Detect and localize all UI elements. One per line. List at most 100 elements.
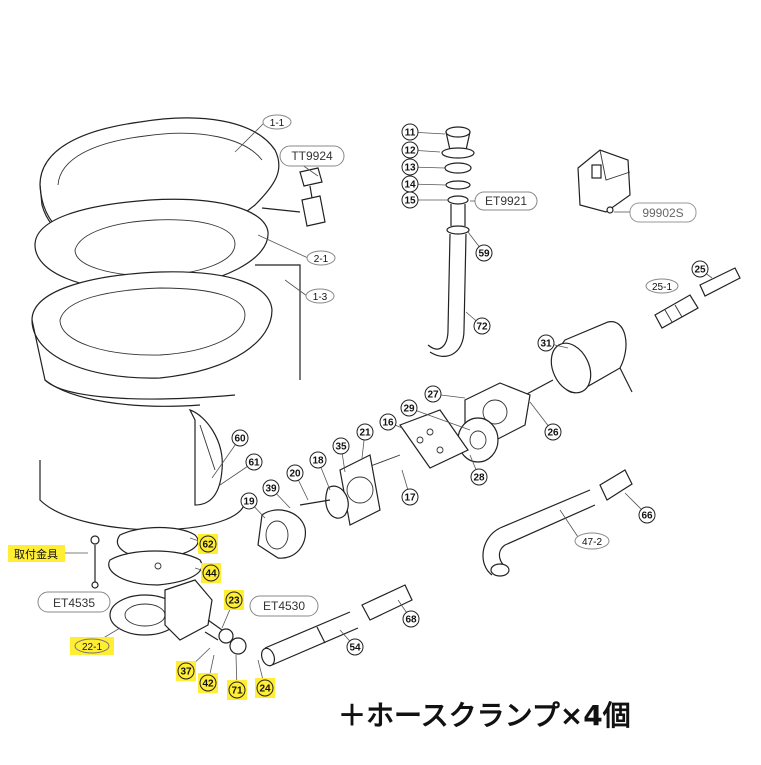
callout-39: 39 bbox=[262, 479, 291, 509]
callout-circle bbox=[401, 191, 419, 209]
callout-circle bbox=[400, 399, 418, 417]
callout-number: 15 bbox=[404, 196, 416, 207]
callout-28: 28 bbox=[469, 454, 488, 486]
callout-number: 61 bbox=[248, 458, 260, 469]
svg-text:ET4530: ET4530 bbox=[263, 599, 305, 613]
callout-31: 31 bbox=[537, 334, 569, 352]
hose-barbs bbox=[654, 267, 741, 329]
code-99902s: 99902S bbox=[614, 202, 697, 223]
callout-circle bbox=[401, 141, 419, 159]
callout-number: 44 bbox=[205, 569, 217, 580]
pump-base bbox=[109, 579, 247, 655]
label-47-2: 47-2 bbox=[559, 509, 610, 550]
svg-text:ET4535: ET4535 bbox=[53, 596, 95, 610]
callout-54: 54 bbox=[339, 629, 364, 656]
callout-circle bbox=[475, 244, 493, 262]
callout-circle bbox=[231, 429, 249, 447]
callout-37: 37 bbox=[176, 647, 211, 681]
callout-circle bbox=[225, 591, 243, 609]
svg-text:25-1: 25-1 bbox=[652, 282, 672, 293]
callout-circle bbox=[379, 413, 397, 431]
callout-circle bbox=[256, 679, 274, 697]
callout-number: 62 bbox=[202, 540, 214, 551]
callout-62: 62 bbox=[189, 534, 218, 554]
callout-circle bbox=[356, 423, 374, 441]
callout-circle bbox=[401, 488, 419, 506]
callout-13: 13 bbox=[401, 158, 446, 176]
callout-number: 39 bbox=[265, 484, 277, 495]
callout-15: 15 bbox=[401, 191, 448, 209]
callout-number: 27 bbox=[427, 390, 439, 401]
callout-circle bbox=[228, 681, 246, 699]
callout-25: 25 bbox=[691, 260, 713, 279]
pump-motor bbox=[524, 321, 633, 396]
callout-18: 18 bbox=[309, 451, 331, 491]
callout-number: 28 bbox=[473, 473, 485, 484]
callout-number: 68 bbox=[405, 615, 417, 626]
label-1-1: 1-1 bbox=[234, 114, 292, 153]
callout-60: 60 bbox=[211, 429, 249, 479]
callout-14: 14 bbox=[401, 175, 447, 193]
callout-number: 20 bbox=[289, 469, 301, 480]
callout-20: 20 bbox=[286, 464, 309, 501]
code-et4535: ET4535 bbox=[37, 591, 111, 613]
callout-circle bbox=[202, 564, 220, 582]
callout-27: 27 bbox=[424, 385, 466, 403]
callout-number: 42 bbox=[202, 679, 214, 690]
callout-circle bbox=[309, 451, 327, 469]
svg-text:1-3: 1-3 bbox=[313, 292, 328, 303]
callout-66: 66 bbox=[624, 492, 656, 524]
callout-circle bbox=[401, 123, 419, 141]
callout-number: 23 bbox=[228, 596, 240, 607]
callout-17: 17 bbox=[401, 469, 419, 506]
callout-circle bbox=[537, 334, 555, 352]
callout-number: 60 bbox=[234, 434, 246, 445]
callout-circle bbox=[286, 464, 304, 482]
callout-16: 16 bbox=[379, 413, 403, 431]
callout-number: 37 bbox=[180, 667, 192, 678]
callout-number: 21 bbox=[359, 428, 371, 439]
code-labels: TT9924 ET9921 99902S ET4535 ET4530 bbox=[37, 145, 697, 617]
callout-26: 26 bbox=[529, 401, 562, 441]
code-et4530: ET4530 bbox=[249, 595, 319, 617]
callout-circle bbox=[177, 662, 195, 680]
callout-number: 11 bbox=[405, 128, 416, 139]
callout-61: 61 bbox=[219, 453, 263, 486]
svg-text:取付金具: 取付金具 bbox=[14, 547, 58, 561]
callout-number: 26 bbox=[547, 428, 559, 439]
callout-circle bbox=[402, 610, 420, 628]
callout-29: 29 bbox=[400, 399, 471, 431]
callout-number: 71 bbox=[231, 686, 243, 697]
callout-circle bbox=[473, 317, 491, 335]
callout-number: 72 bbox=[476, 322, 488, 333]
callout-circle bbox=[470, 468, 488, 486]
elbow-hose bbox=[482, 469, 633, 577]
svg-text:2-1: 2-1 bbox=[314, 254, 329, 265]
svg-text:99902S: 99902S bbox=[642, 206, 683, 220]
macerator-parts bbox=[257, 454, 381, 559]
callout-circle bbox=[332, 437, 350, 455]
callout-circle bbox=[691, 260, 709, 278]
mounting-hardware-label: 取付金具 bbox=[8, 545, 88, 562]
callout-number: 31 bbox=[540, 339, 552, 350]
callout-circle bbox=[424, 385, 442, 403]
code-tt9924: TT9924 bbox=[279, 145, 345, 167]
part-number-callouts: 1112131415597225312627292816172135182039… bbox=[176, 123, 713, 700]
oval-labels: 1-1 2-1 1-3 25-1 47-2 22-1 bbox=[70, 114, 679, 655]
callout-19: 19 bbox=[240, 492, 266, 519]
callout-circle bbox=[638, 506, 656, 524]
discharge-fittings bbox=[427, 126, 475, 357]
callout-number: 18 bbox=[312, 456, 324, 467]
hinge-assembly bbox=[261, 159, 326, 227]
callout-circle bbox=[401, 158, 419, 176]
svg-text:47-2: 47-2 bbox=[582, 537, 602, 548]
callout-number: 59 bbox=[478, 249, 490, 260]
callout-circle bbox=[240, 492, 258, 510]
callout-number: 13 bbox=[404, 163, 416, 174]
callout-24: 24 bbox=[255, 659, 275, 698]
callout-11: 11 bbox=[401, 123, 446, 141]
callout-circle bbox=[262, 479, 280, 497]
callout-number: 66 bbox=[641, 511, 653, 522]
callout-71: 71 bbox=[227, 654, 247, 700]
